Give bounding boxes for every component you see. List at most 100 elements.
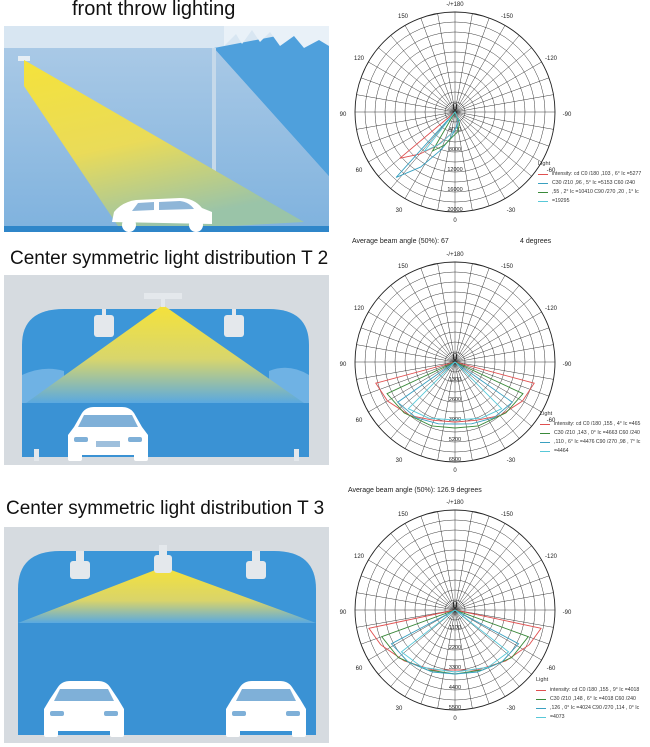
legend-2-entry: C30 /210 ,143 , 0° Ic =4663 C60 /240: [540, 429, 640, 438]
grid-spoke: [454, 609, 473, 709]
angle-label: -150: [501, 512, 514, 518]
grid-spoke: [356, 344, 456, 363]
legend-3-entry: C30 /210 ,148 , 6° Ic =4018 C60 /240: [536, 695, 639, 704]
panel-2-title: Center symmetric light distribution T 2: [10, 248, 329, 269]
grid-spoke: [368, 111, 456, 163]
grid-spoke: [454, 77, 550, 113]
grid-spoke: [454, 111, 506, 199]
radial-label: 4400: [449, 685, 461, 691]
grid-spoke: [368, 609, 456, 661]
intensity-curve: [423, 111, 460, 152]
grid-spoke: [360, 111, 456, 147]
legend-2-entry: intensity: cd C0 /180 ,155 , 4° Ic =465: [540, 420, 640, 429]
grid-spoke: [454, 311, 542, 363]
grid-spoke: [404, 523, 456, 611]
tunnel-t2-scene: [4, 275, 329, 465]
legend-1-entry: intensity: cd C0 /180 ,103 , 6° Ic =5277: [538, 170, 641, 179]
tunnel-t3-scene: [4, 527, 329, 743]
grid-spoke: [404, 361, 456, 449]
grid-spoke: [454, 361, 532, 427]
grid-spoke: [454, 47, 532, 113]
grid-spoke: [360, 361, 456, 397]
grid-spoke: [404, 609, 456, 697]
intensity-curve: [375, 361, 535, 423]
grid-spoke: [420, 515, 456, 611]
grid-spoke: [356, 361, 456, 380]
angle-label: 60: [356, 418, 363, 424]
grid-spoke: [356, 592, 456, 611]
legend-2-entry: ,110 , 6° Ic =4476 C90 /270 ,98 , 7° Ic: [540, 438, 640, 447]
grid-spoke: [454, 297, 532, 363]
grid-spoke: [454, 533, 520, 611]
grid-spoke: [378, 47, 456, 113]
grid-spoke: [368, 361, 456, 413]
angle-label: -90: [563, 610, 572, 616]
grid-spoke: [454, 511, 473, 611]
grid-spoke: [454, 523, 506, 611]
intensity-curve: [400, 609, 510, 673]
radial-label: 2600: [449, 397, 461, 403]
grid-spoke: [420, 361, 456, 457]
grid-spoke: [454, 94, 554, 113]
grid-spoke: [378, 545, 456, 611]
angle-label: 150: [398, 512, 409, 518]
origin-label: 0: [453, 102, 458, 113]
angle-label: 60: [356, 168, 363, 174]
grid-spoke: [454, 285, 520, 363]
angle-label: 30: [396, 458, 403, 464]
legend-3-entry: =4073: [536, 713, 639, 722]
intensity-curve: [396, 361, 514, 425]
grid-spoke: [454, 609, 532, 675]
grid-spoke: [437, 263, 456, 363]
radial-label: 1100: [449, 625, 461, 631]
angle-label: 0: [453, 218, 457, 224]
radial-label: 5200: [449, 437, 461, 443]
grid-spoke: [454, 361, 550, 397]
angle-label: 90: [340, 112, 347, 118]
angle-label: 30: [396, 208, 403, 214]
polar-chart-1: -/+1801501209060300-30-60-90-120-1504000…: [340, 2, 572, 224]
grid-spoke: [390, 361, 456, 439]
front-throw-scene: [4, 26, 329, 232]
grid-spoke: [454, 361, 490, 457]
grid-spoke: [437, 609, 456, 709]
angle-label: 90: [340, 610, 347, 616]
grid-spoke: [390, 285, 456, 363]
angle-label: 0: [453, 468, 457, 474]
grid-spoke: [454, 17, 490, 113]
angle-label: -90: [563, 362, 572, 368]
radial-label: 20000: [447, 207, 462, 213]
grid-spoke: [437, 111, 456, 211]
grid-spoke: [454, 111, 550, 147]
angle-label: -30: [507, 458, 516, 464]
grid-spoke: [454, 263, 473, 363]
car-front-icon-left: [44, 681, 124, 737]
legend-2-entry: =4464: [540, 447, 640, 456]
grid-spoke: [420, 267, 456, 363]
polar-chart-2: -/+1801501209060300-30-60-90-120-1501300…: [340, 252, 572, 474]
grid-spoke: [378, 609, 456, 675]
grid-spoke: [454, 575, 550, 611]
origin-label: 0: [453, 600, 458, 611]
angle-label: 30: [396, 706, 403, 712]
grid-spoke: [454, 111, 520, 189]
grid-spoke: [378, 361, 456, 427]
legend-2-title: Light: [540, 411, 553, 417]
grid-spoke: [390, 35, 456, 113]
grid-spoke: [454, 592, 554, 611]
grid-spoke: [454, 515, 490, 611]
grid-spoke: [454, 361, 542, 413]
radial-label: 1300: [449, 377, 461, 383]
origin-label: 0: [453, 352, 458, 363]
grid-spoke: [454, 559, 542, 611]
grid-spoke: [454, 361, 473, 461]
grid-spoke: [454, 35, 520, 113]
angle-label: -30: [507, 208, 516, 214]
grid-spoke: [368, 61, 456, 113]
angle-label: -60: [547, 418, 556, 424]
legend-3: Light intensity: cd C0 /180 ,155 , 9° Ic…: [536, 676, 639, 722]
angle-label: -120: [545, 554, 558, 560]
radial-label: 3300: [449, 665, 461, 671]
grid-spoke: [454, 111, 473, 211]
